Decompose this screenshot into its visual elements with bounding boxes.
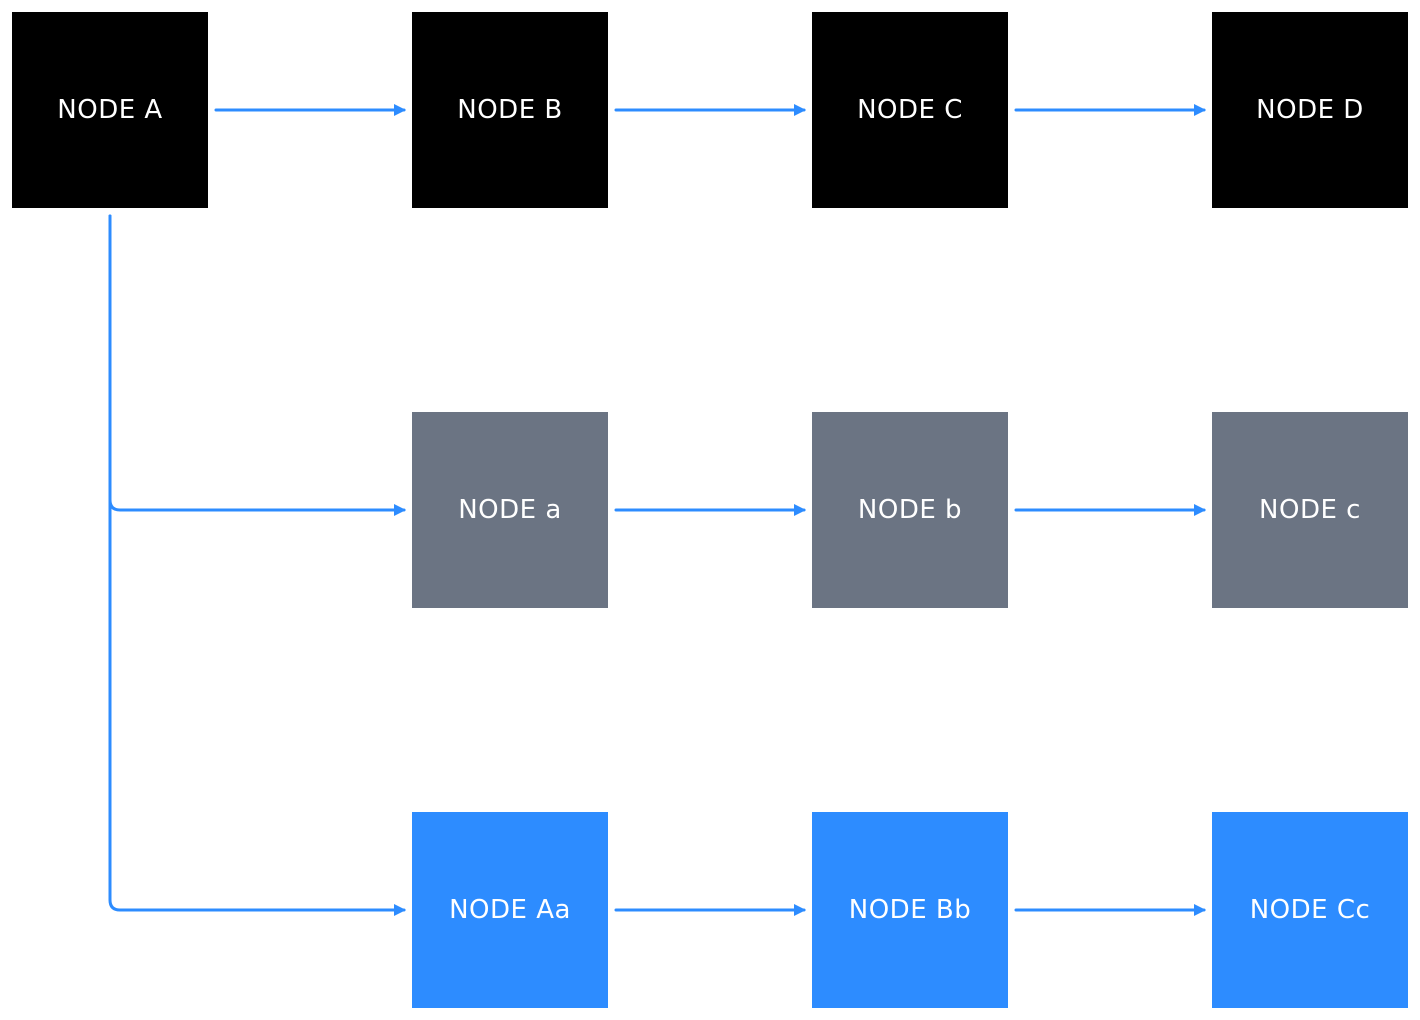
node-a-lower[interactable]: NODE a: [412, 412, 608, 608]
node-label: NODE c: [1259, 495, 1361, 525]
node-label: NODE b: [857, 495, 963, 525]
node-d-upper[interactable]: NODE D: [1212, 12, 1408, 208]
node-label: NODE Aa: [449, 895, 571, 925]
node-label: NODE D: [1256, 95, 1364, 125]
node-a-upper[interactable]: NODE A: [12, 12, 208, 208]
edge-A-to-Aa: [108, 214, 406, 916]
node-label: NODE Cc: [1249, 895, 1371, 925]
node-c-upper[interactable]: NODE C: [812, 12, 1008, 208]
node-label: NODE Bb: [848, 895, 972, 925]
node-b-lower[interactable]: NODE b: [812, 412, 1008, 608]
node-label: NODE C: [857, 95, 963, 125]
node-label: NODE B: [457, 95, 563, 125]
node-label: NODE A: [57, 95, 163, 125]
node-cc[interactable]: NODE Cc: [1212, 812, 1408, 1008]
node-bb[interactable]: NODE Bb: [812, 812, 1008, 1008]
node-c-lower[interactable]: NODE c: [1212, 412, 1408, 608]
node-label: NODE a: [458, 495, 562, 525]
edge-A-to-a: [108, 214, 406, 516]
node-b-upper[interactable]: NODE B: [412, 12, 608, 208]
node-aa[interactable]: NODE Aa: [412, 812, 608, 1008]
